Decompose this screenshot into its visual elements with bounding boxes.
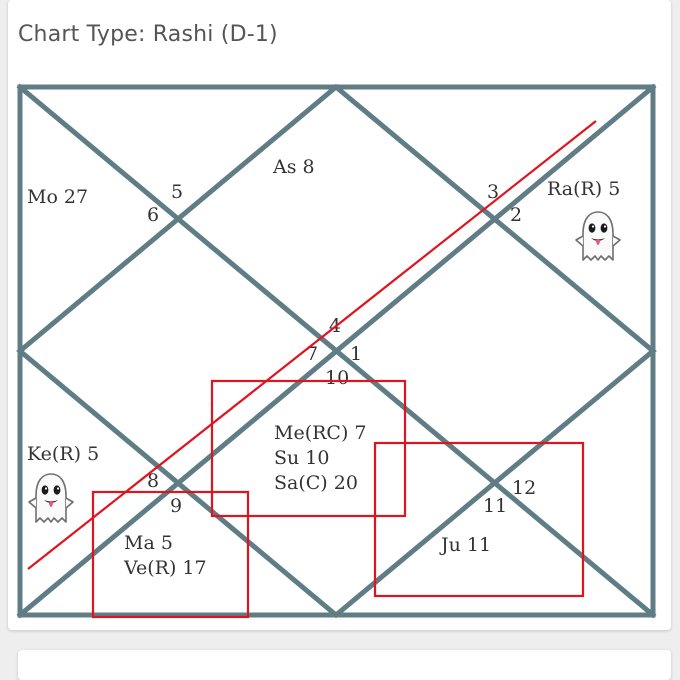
house-number-6: 6: [147, 204, 159, 226]
house-number-10: 10: [325, 367, 349, 389]
chart-type-title: Chart Type: Rashi (D-1): [18, 22, 278, 47]
planet-jupiter: Ju 11: [439, 534, 491, 556]
planet-venus: Ve(R) 17: [123, 557, 207, 579]
chart-card: [8, 0, 671, 630]
planet-rahu: Ra(R) 5: [547, 178, 620, 200]
diagonal-anti: [16, 83, 657, 619]
planet-mars: Ma 5: [124, 532, 173, 554]
ghost-icon: [28, 473, 74, 523]
house-numbers: 1 2 3 4 5 6 7 8 9 10 11 12: [147, 181, 536, 517]
house-number-5: 5: [171, 181, 183, 203]
planet-sun: Su 10: [274, 447, 329, 469]
planet-saturn: Sa(C) 20: [274, 472, 358, 494]
house-number-9: 9: [170, 495, 182, 517]
house-number-2: 2: [510, 204, 522, 226]
annotation-box-left: [91, 490, 250, 619]
ghost-icon: [575, 211, 621, 261]
inner-diamond: [16, 83, 657, 619]
annotation-line: [27, 120, 597, 570]
planet-moon: Mo 27: [27, 186, 88, 208]
planet-mercury: Me(RC) 7: [274, 422, 367, 444]
house-number-11: 11: [483, 495, 507, 517]
house-number-1: 1: [350, 343, 362, 365]
annotations: [27, 120, 597, 619]
annotation-box-middle: [210, 379, 407, 518]
house-number-12: 12: [512, 477, 536, 499]
planets: As 8 Mo 27 Ra(R) 5 Ke(R) 5 Me(RC) 7 Su 1…: [27, 156, 620, 579]
house-number-8: 8: [147, 470, 159, 492]
planet-ketu: Ke(R) 5: [27, 443, 99, 465]
chart-frame: [16, 83, 657, 619]
annotation-box-right: [373, 441, 585, 598]
planet-ascendant: As 8: [272, 156, 315, 178]
house-number-3: 3: [487, 181, 499, 203]
